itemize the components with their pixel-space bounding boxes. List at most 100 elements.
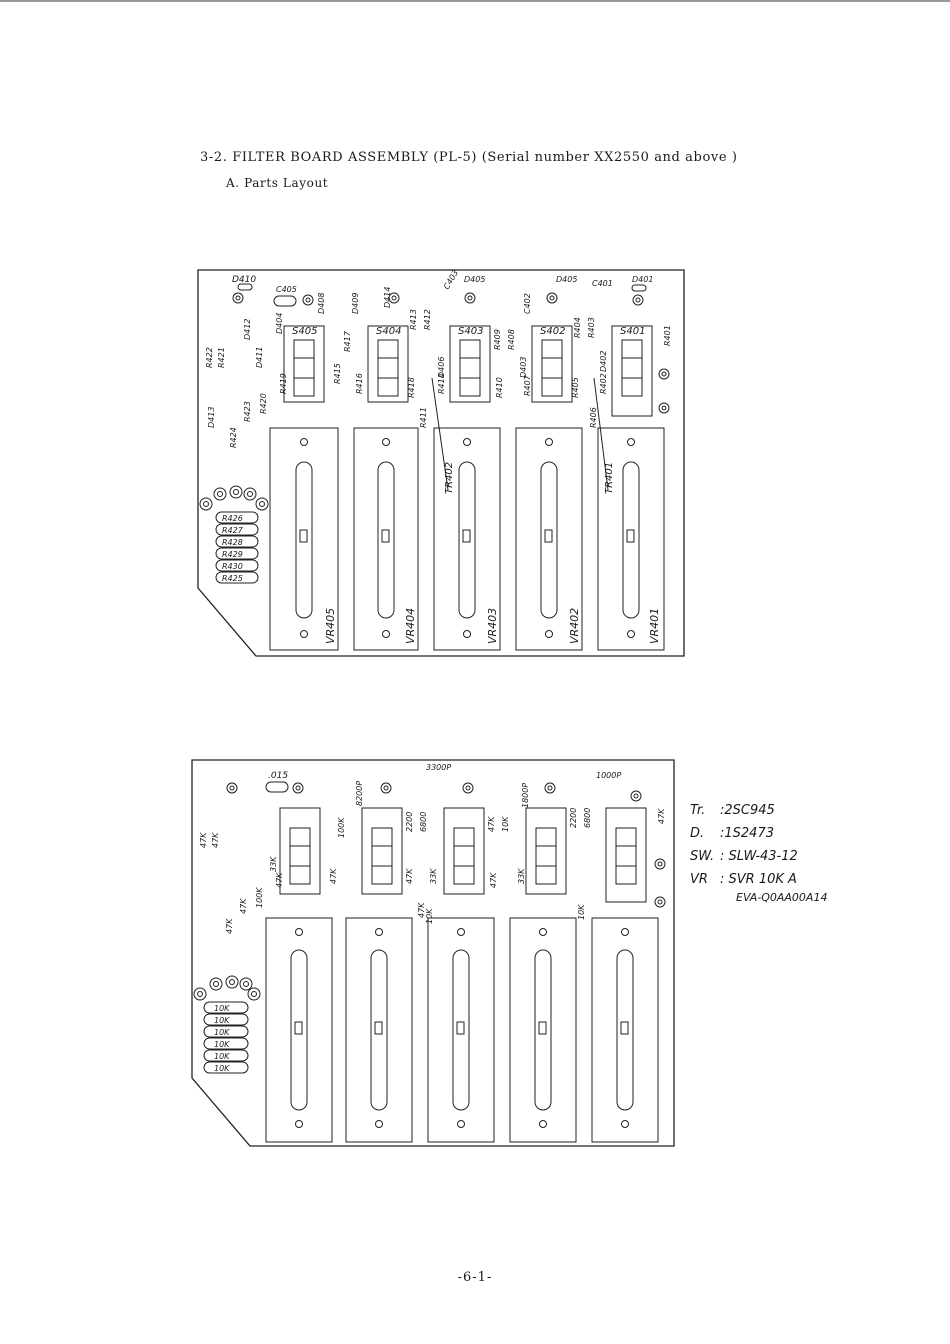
slider-2 xyxy=(345,917,413,1143)
col1-value-0: 100K xyxy=(337,817,346,838)
slider-5 xyxy=(591,917,659,1143)
legend-value: :2SC945 xyxy=(720,803,775,818)
col4-resistor-0: R404 xyxy=(573,317,582,338)
switch-label-s401: S401 xyxy=(620,326,645,337)
bottom-value-4: 10K xyxy=(203,1049,249,1062)
bottom-resistor-4: R430 xyxy=(215,559,259,572)
bottom-value-2: 10K xyxy=(203,1025,249,1038)
slider-label-vr402: VR402 xyxy=(568,608,581,644)
svg-text:R428: R428 xyxy=(222,538,243,547)
bottom-value-3: 10K xyxy=(203,1037,249,1050)
svg-text:10K: 10K xyxy=(214,1040,230,1049)
col4-resistor-1: R403 xyxy=(587,317,596,338)
slider-vr405 xyxy=(269,427,339,651)
board-outline xyxy=(191,759,675,1147)
cap-value-1: 8200P xyxy=(355,781,364,806)
columns-group: S405 S404 S403 S402 S401 VR405 VR404 VR4… xyxy=(269,325,665,651)
legend-key: VR xyxy=(690,872,708,887)
board-value-svg: .015 8200P 3300P 1800P 1000P 100K 47K 47… xyxy=(191,759,675,1147)
svg-text:10K: 10K xyxy=(214,1028,230,1037)
legend-key: Tr. xyxy=(690,803,706,818)
left-value-3: 47K xyxy=(225,918,234,934)
top-border-line xyxy=(0,0,950,2)
svg-text:10K: 10K xyxy=(214,1004,230,1013)
left-value-1: 47K xyxy=(211,832,220,848)
left-resistors-group: R422 R421 R419 R420 R424 R423 xyxy=(205,347,288,448)
legend-value: : SLW-43-12 xyxy=(720,849,798,864)
capacitor-label-3: C401 xyxy=(592,279,613,288)
col3-resistor-1: R408 xyxy=(507,329,516,350)
col4-value-3: 10K xyxy=(577,904,586,920)
legend-row-vr: VR : SVR 10K A xyxy=(690,872,860,895)
svg-text:R430: R430 xyxy=(222,562,243,571)
svg-text:10K: 10K xyxy=(214,1064,230,1073)
svg-text:R425: R425 xyxy=(222,574,243,583)
bottom-values-group: 10K 10K 10K 10K 10K 10K xyxy=(203,1001,249,1074)
switch-s404 xyxy=(367,325,409,403)
center-resistor-0: R418 xyxy=(407,377,416,398)
legend-key: SW. xyxy=(690,849,715,864)
diode-label-11: D406 xyxy=(437,357,446,378)
center-resistor-1: R411 xyxy=(419,407,428,428)
diode-label-8: D411 xyxy=(255,347,264,368)
slider-1 xyxy=(265,917,333,1143)
diodes-group: D410 D408 D409 D414 D405 D405 D401 D412 … xyxy=(207,275,653,428)
cap-value-0: .015 xyxy=(268,771,288,781)
legend-row-sw: SW. : SLW-43-12 xyxy=(690,849,860,872)
left-resistor-3: R420 xyxy=(259,393,268,414)
bottom-resistor-3: R429 xyxy=(215,547,259,560)
diode-label-6: D401 xyxy=(632,275,653,284)
bottom-resistor-5: R425 xyxy=(215,571,259,584)
slider-vr402 xyxy=(515,427,583,651)
columns-group xyxy=(265,807,659,1143)
col3-value-2: 10K xyxy=(425,908,434,924)
board-outline xyxy=(197,269,685,657)
left-value-2: 47K xyxy=(275,872,284,888)
switch-4 xyxy=(525,807,567,895)
slider-vr404 xyxy=(353,427,419,651)
col4-value-1: 6800 xyxy=(583,808,592,828)
col-values-group: 100K 47K 47K 2200 6800 47K 33K 47K 10K 1… xyxy=(329,808,666,924)
left-value-0: 47K xyxy=(199,832,208,848)
left-resistor-5: R423 xyxy=(243,401,252,422)
slider-label-vr404: VR404 xyxy=(404,608,417,644)
board-reference-svg: S405 S404 S403 S402 S401 VR405 VR404 VR4… xyxy=(197,268,685,657)
left-resistor-1: R421 xyxy=(217,347,226,368)
col1-resistor-1: R415 xyxy=(333,363,342,384)
col5-value-0: 47K xyxy=(657,808,666,824)
cap-value-2: 3300P xyxy=(426,763,451,772)
slider-label-vr403: VR403 xyxy=(486,608,499,644)
switch-5 xyxy=(605,807,647,903)
left-value-5: 47K xyxy=(239,898,248,914)
bottom-resistors-group: R426 R427 R428 R429 R430 R425 xyxy=(215,511,259,584)
col4-resistor-3: R405 xyxy=(571,377,580,398)
switch-label-s404: S404 xyxy=(376,326,401,337)
col3-resistor-0: R409 xyxy=(493,329,502,350)
switch-label-s402: S402 xyxy=(540,326,565,337)
trimmer-label-tr401: TR401 xyxy=(604,462,615,494)
slider-3 xyxy=(427,917,495,1143)
slider-vr403 xyxy=(433,427,501,651)
svg-text:10K: 10K xyxy=(214,1016,230,1025)
left-values-group: 47K 47K 47K 47K 100K 47K 33K xyxy=(199,832,284,934)
diode-label-4: D405 xyxy=(464,275,485,284)
switch-3 xyxy=(443,807,485,895)
svg-text:R429: R429 xyxy=(222,550,243,559)
switch-s401 xyxy=(611,325,653,417)
diode-label-5: D405 xyxy=(556,275,577,284)
board-reference-layout: S405 S404 S403 S402 S401 VR405 VR404 VR4… xyxy=(196,268,686,660)
left-resistor-2: R419 xyxy=(279,373,288,394)
capacitor-label-2: C402 xyxy=(523,293,532,314)
trimmer-tr402-leader xyxy=(431,377,449,491)
col4-resistor-2: R407 xyxy=(523,374,532,396)
legend-row-d: D. :1S2473 xyxy=(690,826,860,849)
svg-text:R426: R426 xyxy=(222,514,243,523)
col1-resistor-2: R416 xyxy=(355,373,364,394)
diode-label-10: D413 xyxy=(207,407,216,428)
bottom-value-0: 10K xyxy=(203,1001,249,1014)
left-resistor-4: R424 xyxy=(229,427,238,448)
col2-resistor-2: R414 xyxy=(437,373,446,394)
diode-label-13: D402 xyxy=(599,351,608,372)
col4-value-2: 33K xyxy=(517,868,526,884)
switch-label-s403: S403 xyxy=(458,326,483,337)
